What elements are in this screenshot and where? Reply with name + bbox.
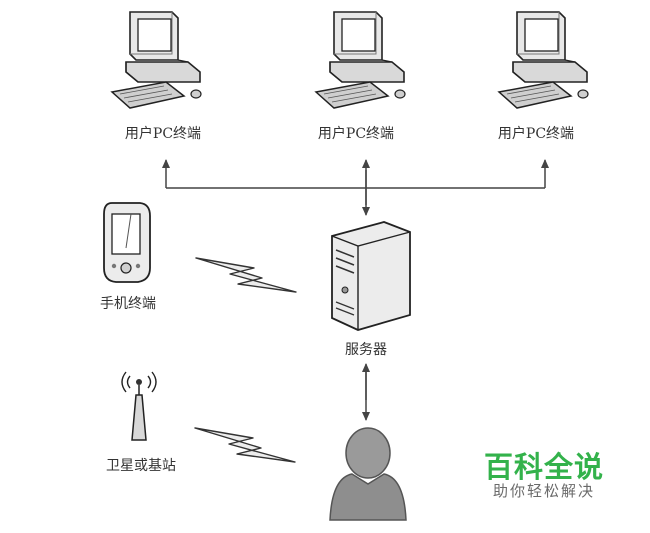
server-tower-icon [331,221,411,331]
desktop-computer-icon [111,11,202,109]
connector-server-pcs [162,159,549,216]
mobile-label: 手机终端 [100,296,156,312]
mobile-terminal: 手机终端 [100,202,156,312]
pc-terminal-right: 用户PC终端 [498,11,589,142]
pc-terminal-center: 用户PC终端 [315,11,406,142]
watermark-title: 百科全说 [483,450,604,484]
watermark-subtitle: 助你轻松解决 [492,482,595,500]
satellite-label: 卫星或基站 [106,457,176,474]
satellite-base-station: 卫星或基站 [106,371,176,474]
server-node: 服务器 [331,221,411,358]
pc-left-label: 用户PC终端 [125,125,201,142]
user-person-icon [329,427,407,521]
antenna-tower-icon [121,371,157,441]
desktop-computer-icon [498,11,589,109]
desktop-computer-icon [315,11,406,109]
mobile-phone-icon [103,202,151,283]
wireless-signal-icon [195,257,297,293]
wireless-signal-icon [194,427,296,463]
server-label: 服务器 [345,342,387,358]
pc-terminal-left: 用户PC终端 [111,11,202,142]
pc-right-label: 用户PC终端 [498,125,574,142]
pc-center-label: 用户PC终端 [318,125,394,142]
